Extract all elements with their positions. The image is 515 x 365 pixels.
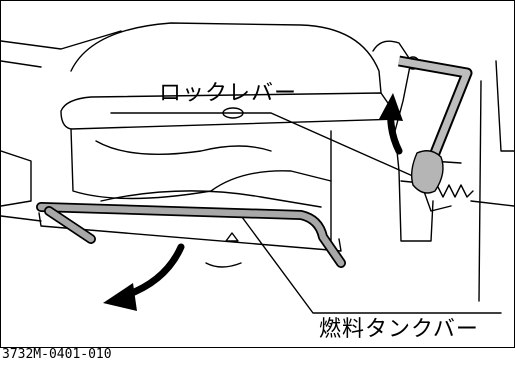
lock-lever-label: ロックレバー xyxy=(159,81,298,106)
lever-leader xyxy=(110,112,416,178)
frame-line xyxy=(1,215,42,222)
knob xyxy=(225,232,239,242)
right-frame xyxy=(478,80,482,302)
drain xyxy=(205,262,242,268)
up-arrow xyxy=(379,93,403,155)
tank-bottom xyxy=(100,190,322,208)
mount xyxy=(372,40,434,242)
illustration-frame: ロックレバー 燃料タンクバー xyxy=(0,0,515,348)
fuel-tank-bar[interactable] xyxy=(36,202,346,268)
bracket xyxy=(38,212,342,252)
mount-detail xyxy=(400,180,452,212)
fuel-tank-bar-label: 燃料タンクバー xyxy=(319,317,479,342)
lock-lever[interactable] xyxy=(398,55,473,194)
frame-line xyxy=(1,30,122,50)
right-frame xyxy=(495,60,514,152)
tank-detail xyxy=(95,140,272,156)
frame-line xyxy=(1,60,42,68)
frame-line xyxy=(1,150,32,207)
fuel-tank-top xyxy=(70,22,382,94)
bar-leader xyxy=(238,212,502,314)
fuel-tank-illustration xyxy=(1,22,514,314)
fuel-tank-lower xyxy=(70,128,332,200)
pull-arrow xyxy=(103,243,185,311)
figure-code: 3732M-0401-010 xyxy=(2,347,112,362)
right-frame xyxy=(470,200,514,207)
